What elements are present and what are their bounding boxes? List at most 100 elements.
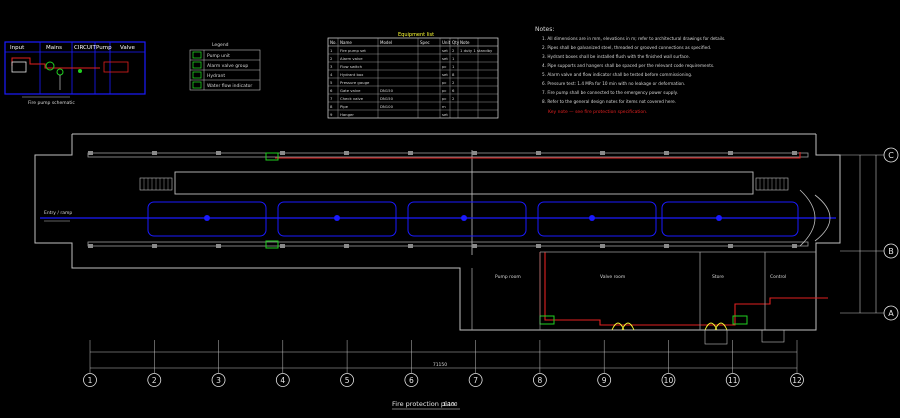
equipment-table-cell: DN150 bbox=[380, 96, 394, 101]
equipment-table-cell: 9 bbox=[330, 112, 333, 117]
structural-column bbox=[664, 151, 669, 155]
equipment-table-cell: 2 bbox=[452, 48, 455, 53]
row-label: A bbox=[888, 309, 894, 318]
column-label: 6 bbox=[409, 376, 414, 385]
notes-line: 7. Fire pump shall be connected to the e… bbox=[542, 90, 678, 95]
notes-line: 8. Refer to the general design notes for… bbox=[542, 99, 676, 104]
room-label: Store bbox=[712, 274, 724, 280]
structural-column bbox=[216, 244, 221, 248]
row-label: C bbox=[888, 151, 894, 160]
hydrant-node-icon bbox=[334, 215, 340, 221]
structural-column bbox=[280, 244, 285, 248]
legend-title: Legend bbox=[212, 42, 229, 48]
column-label: 7 bbox=[473, 376, 478, 385]
structural-column bbox=[600, 244, 605, 248]
room-label: Valve room bbox=[600, 274, 625, 280]
equipment-table-cell: set bbox=[442, 112, 448, 117]
legend-row: Pump unit bbox=[207, 53, 230, 59]
equipment-table-cell: 2 bbox=[452, 96, 455, 101]
structural-column bbox=[152, 244, 157, 248]
column-bubble bbox=[790, 373, 804, 387]
equipment-table-cell: pc bbox=[442, 80, 447, 85]
column-label: 5 bbox=[345, 376, 350, 385]
column-label: 12 bbox=[792, 376, 802, 385]
equipment-table-cell: Hydrant box bbox=[340, 72, 364, 77]
equipment-table-cell: set bbox=[442, 48, 448, 53]
equipment-table-cell: Gate valve bbox=[340, 88, 361, 93]
column-label: 2 bbox=[152, 376, 157, 385]
structural-column bbox=[344, 151, 349, 155]
notes-highlight: Key note — see fire protection specifica… bbox=[548, 109, 647, 115]
hydrant-box-icon bbox=[265, 240, 279, 249]
row-axis: C B A bbox=[840, 147, 899, 321]
column-label: 4 bbox=[280, 376, 285, 385]
plan-title: Fire protection plan bbox=[392, 400, 455, 408]
structural-column bbox=[472, 151, 477, 155]
structural-column bbox=[728, 151, 733, 155]
equipment-table-title: Equipment list bbox=[398, 32, 434, 38]
alarm-valve-symbol-icon bbox=[192, 61, 202, 69]
equipment-table-cell: 5 bbox=[330, 80, 333, 85]
column-label: 1 bbox=[88, 376, 93, 385]
legend: Legend Pump unit Alarm valve group Hydra… bbox=[189, 42, 261, 91]
structural-column bbox=[472, 244, 477, 248]
legend-row: Water flow indicator bbox=[207, 83, 252, 89]
column-bubble bbox=[404, 373, 419, 387]
schematic-header: Valve bbox=[120, 45, 135, 51]
valve-icon bbox=[78, 69, 82, 73]
notes-line: 5. Alarm valve and flow indicator shall … bbox=[542, 72, 692, 77]
structural-column bbox=[664, 244, 669, 248]
column-bubble bbox=[468, 373, 483, 387]
equipment-table-cell: Alarm valve bbox=[340, 56, 363, 61]
flow-indicator-symbol-icon bbox=[192, 81, 202, 89]
notes-line: 1. All dimensions are in mm, elevations … bbox=[542, 36, 725, 41]
hydrant-node-icon bbox=[716, 215, 722, 221]
equipment-table-header: Unit bbox=[442, 40, 451, 45]
schematic-note: Fire pump schematic bbox=[28, 100, 75, 106]
fire-pipe-top bbox=[275, 152, 801, 159]
column-label: 10 bbox=[664, 376, 674, 385]
structural-column bbox=[536, 244, 541, 248]
hydrant-symbol-icon bbox=[192, 71, 202, 79]
row-bubble-a bbox=[883, 305, 899, 321]
equipment-table-cell: 2 bbox=[452, 80, 455, 85]
equipment-table-header: Note bbox=[460, 40, 470, 45]
column-bubble bbox=[340, 373, 354, 387]
row-bubble-c bbox=[883, 147, 899, 163]
equipment-table-cell: 6 bbox=[330, 88, 333, 93]
equipment-table-cell: 1 bbox=[330, 48, 333, 53]
structural-column bbox=[408, 151, 413, 155]
equipment-table-header: No. bbox=[330, 40, 337, 45]
schematic-header: CIRCUIT bbox=[74, 45, 96, 51]
notes-line: 6. Pressure test: 1.4 MPa for 10 min wit… bbox=[542, 81, 685, 86]
equipment-table-header: Name bbox=[340, 40, 352, 45]
equipment-table-cell: Pressure gauge bbox=[340, 80, 370, 85]
equipment-table-cell: 7 bbox=[330, 96, 333, 101]
pump-icon bbox=[56, 68, 64, 76]
equipment-table-header: Model bbox=[380, 40, 392, 45]
structural-column bbox=[88, 244, 93, 248]
schematic-header: Pump bbox=[96, 45, 112, 51]
equipment-table-cell: DN100 bbox=[380, 104, 394, 109]
notes-line: 4. Pipe supports and hangers shall be sp… bbox=[542, 63, 714, 68]
equipment-table-header: Spec bbox=[420, 40, 430, 45]
floor-plan: Entry / ramp Pump room Valve room Store … bbox=[34, 133, 841, 345]
hydrant-node-icon bbox=[589, 215, 595, 221]
door-swing-icon bbox=[621, 322, 635, 331]
structural-column bbox=[344, 244, 349, 248]
column-bubble bbox=[661, 373, 676, 387]
structural-column bbox=[280, 151, 285, 155]
door-swing-icon bbox=[714, 322, 728, 331]
entry-label: Entry / ramp bbox=[44, 210, 72, 216]
structural-column bbox=[216, 151, 221, 155]
equipment-table-cell: 8 bbox=[330, 104, 333, 109]
equipment-table-cell: DN150 bbox=[380, 88, 394, 93]
structural-column bbox=[792, 244, 797, 248]
column-label: 8 bbox=[538, 376, 543, 385]
column-label: 3 bbox=[216, 376, 221, 385]
equipment-table-cell: 3 bbox=[330, 64, 333, 69]
column-label: 9 bbox=[602, 376, 607, 385]
equipment-table-cell: set bbox=[442, 72, 448, 77]
